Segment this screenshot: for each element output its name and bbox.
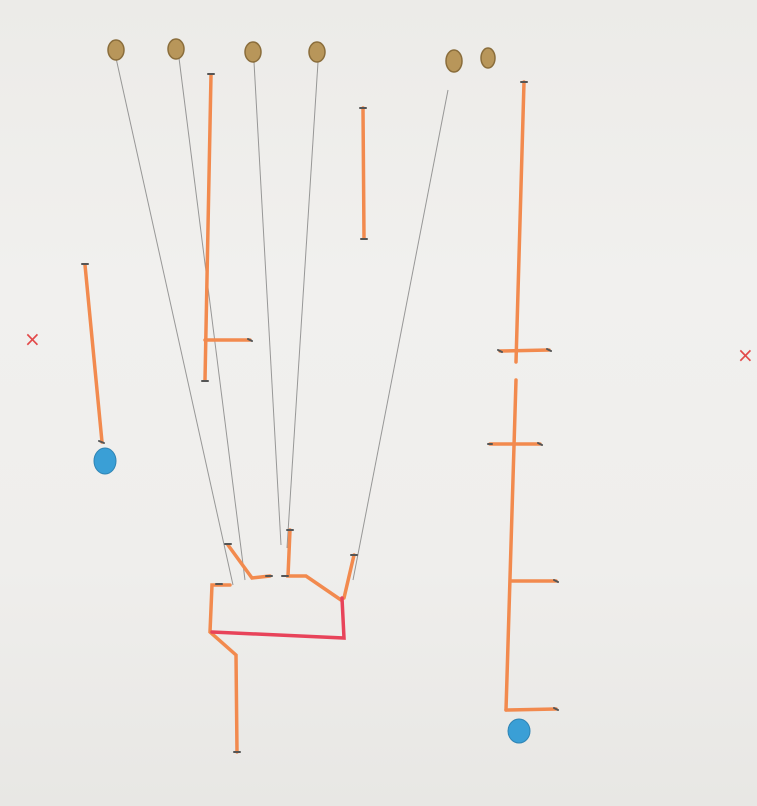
bracket-stub-3 — [344, 555, 354, 598]
left-cross-mark: × — [24, 327, 41, 351]
bracket-bottom-bar — [212, 598, 344, 638]
bracket-stub-2 — [288, 530, 341, 600]
top-node-6 — [481, 48, 495, 68]
left-vertical-segment — [85, 265, 102, 442]
pencil-line-4 — [287, 62, 318, 548]
short-vertical — [363, 108, 364, 238]
right-branch-1 — [500, 350, 549, 351]
right-vertical-upper — [516, 82, 524, 362]
endpoint-ticks — [82, 74, 558, 752]
pencil-lines — [116, 58, 448, 585]
bracket-stub-1 — [228, 545, 270, 578]
orange-strokes — [85, 75, 556, 752]
right-branch-4 — [506, 709, 556, 710]
top-node-2 — [168, 39, 184, 59]
top-nodes — [108, 39, 495, 72]
mid-left-vertical — [205, 75, 211, 380]
top-node-4 — [309, 42, 325, 62]
pencil-line-2 — [179, 58, 245, 580]
blue-node-right — [508, 719, 530, 743]
top-node-5 — [446, 50, 462, 72]
bracket-left-arm — [210, 585, 237, 752]
blue-nodes — [94, 448, 530, 743]
right-vertical-lower — [506, 380, 516, 710]
top-node-1 — [108, 40, 124, 60]
right-cross-mark: × — [737, 343, 754, 367]
top-node-3 — [245, 42, 261, 62]
pencil-line-5 — [353, 90, 448, 580]
blue-node-left — [94, 448, 116, 474]
pencil-line-3 — [254, 62, 281, 545]
red-strokes — [212, 598, 344, 638]
pencil-line-1 — [116, 58, 233, 585]
